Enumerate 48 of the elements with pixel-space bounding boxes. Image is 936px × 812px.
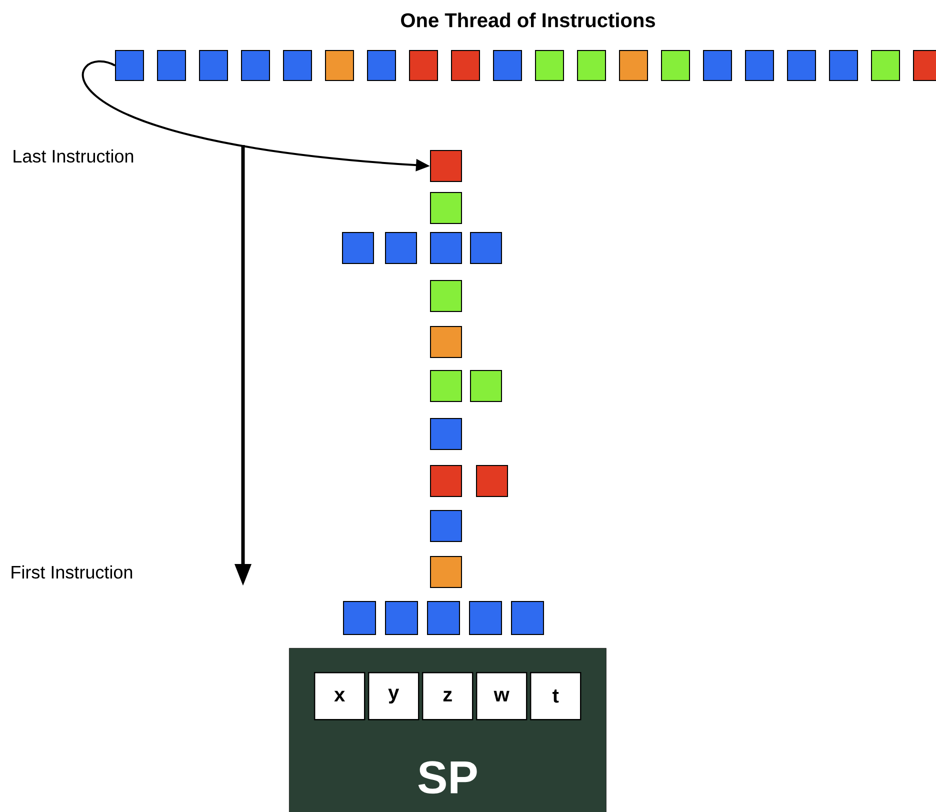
instruction-square [871, 50, 900, 81]
instruction-square [342, 232, 374, 264]
instruction-square [430, 510, 462, 542]
instruction-square [470, 232, 502, 264]
instruction-square [493, 50, 522, 81]
register-box: z [422, 672, 474, 720]
instruction-square [157, 50, 186, 81]
title: One Thread of Instructions [401, 12, 655, 28]
instruction-square [619, 50, 648, 81]
instruction-square [343, 601, 376, 635]
instruction-square [511, 601, 544, 635]
instruction-square [535, 50, 564, 81]
register-box: w [476, 672, 528, 720]
instruction-square [385, 232, 417, 264]
instruction-square [829, 50, 858, 81]
side-label: First Instruction [12, 565, 132, 579]
register-box: y [368, 672, 420, 720]
instruction-square [430, 232, 462, 264]
instruction-square [430, 150, 462, 182]
instruction-square [577, 50, 606, 81]
instruction-square [241, 50, 270, 81]
instruction-square [283, 50, 312, 81]
instruction-square [703, 50, 732, 81]
instruction-square [430, 370, 462, 402]
instruction-square [385, 601, 418, 635]
instruction-square [115, 50, 144, 81]
side-label: Last Instruction [14, 149, 134, 163]
instruction-square [451, 50, 480, 81]
instruction-square [661, 50, 690, 81]
instruction-square [745, 50, 774, 81]
instruction-square [430, 556, 462, 588]
register-box: t [530, 672, 582, 720]
instruction-square [409, 50, 438, 81]
register-box: x [314, 672, 366, 720]
instruction-square [476, 465, 508, 497]
instruction-square [430, 280, 462, 312]
instruction-square [367, 50, 396, 81]
instruction-square [430, 326, 462, 358]
instruction-square [470, 370, 502, 402]
instruction-square [199, 50, 228, 81]
instruction-square [430, 192, 462, 224]
instruction-square [325, 50, 354, 81]
instruction-square [430, 418, 462, 450]
instruction-square [787, 50, 816, 81]
instruction-square [469, 601, 502, 635]
instruction-square [913, 50, 936, 81]
instruction-square [430, 465, 462, 497]
instruction-square [427, 601, 460, 635]
